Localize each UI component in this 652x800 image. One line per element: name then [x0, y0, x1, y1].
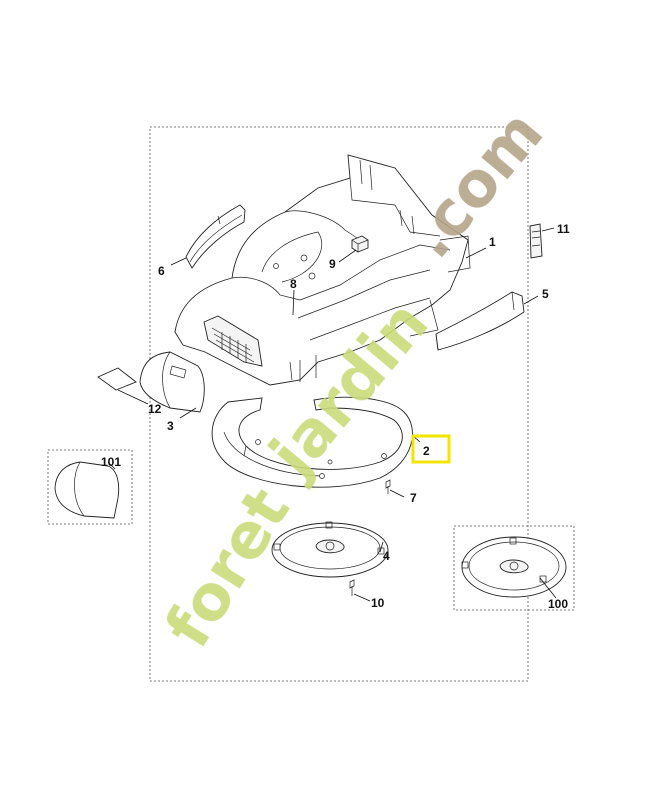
callout-12: 12 [148, 402, 162, 416]
screw-part-10[interactable] [349, 579, 355, 596]
callout-2-highlight [411, 434, 451, 464]
callout-7: 7 [410, 491, 417, 505]
callout-8: 8 [290, 277, 297, 291]
clip-part[interactable] [351, 235, 369, 253]
inset-shield-part-101[interactable] [54, 461, 120, 519]
callout-5: 5 [542, 287, 549, 301]
adaptor-plate-part[interactable] [271, 521, 389, 578]
inset-frame-100 [453, 525, 575, 611]
label-part[interactable] [529, 223, 543, 259]
leader-lines [107, 227, 557, 602]
inset-frame-101 [47, 449, 133, 525]
watermark-left: foret [151, 476, 304, 660]
callout-6: 6 [158, 264, 165, 278]
callout-10: 10 [371, 596, 385, 610]
rear-shield-part[interactable] [139, 351, 205, 413]
screw-part-7[interactable] [385, 479, 391, 494]
callout-2: 2 [423, 444, 430, 458]
callout-1: 1 [489, 235, 496, 249]
callout-4: 4 [383, 549, 390, 563]
inset-plate-part-100[interactable] [461, 536, 567, 598]
side-skirt-part[interactable] [435, 291, 525, 351]
mower-deck-part[interactable] [174, 154, 471, 386]
main-assembly-frame [149, 126, 529, 682]
baffle-ring-part[interactable] [211, 396, 413, 488]
callout-3: 3 [167, 419, 174, 433]
callout-9: 9 [329, 257, 336, 271]
callout-101: 101 [101, 455, 121, 469]
callout-100: 100 [548, 597, 568, 611]
rear-flap-part[interactable] [185, 204, 246, 269]
small-cover-part[interactable] [97, 367, 137, 391]
callout-11: 11 [557, 222, 570, 236]
